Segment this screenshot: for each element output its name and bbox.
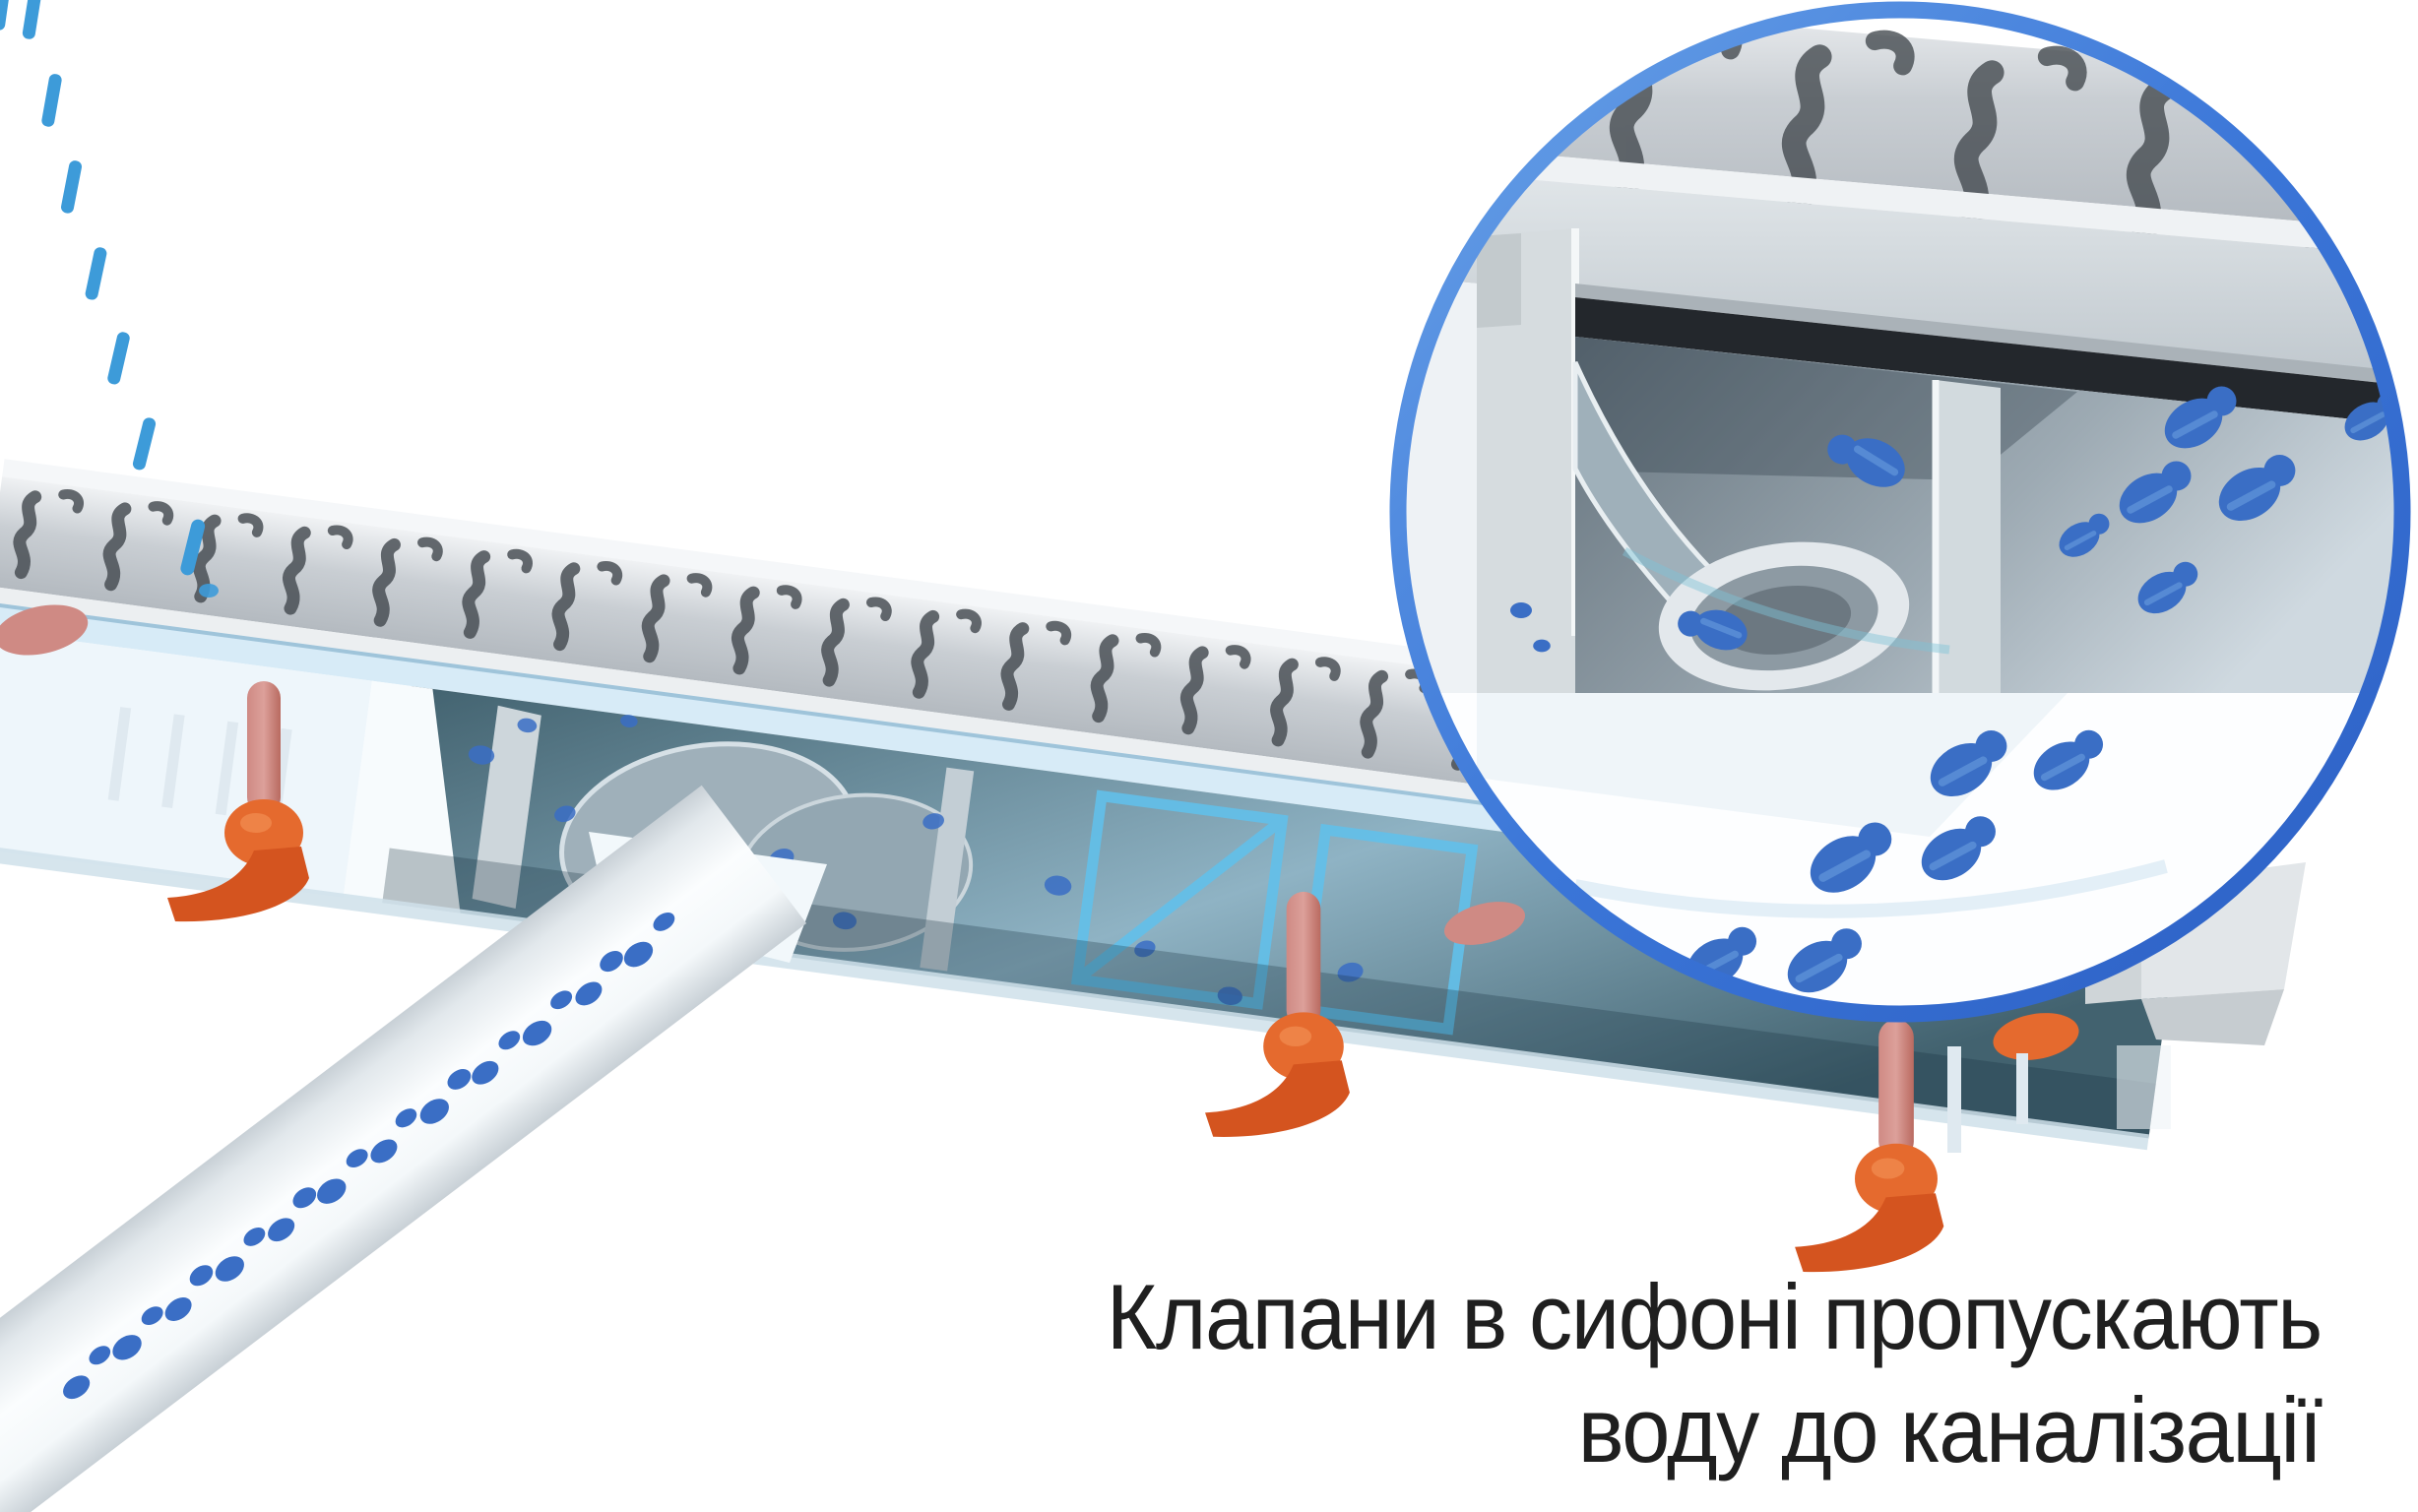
spray-trail — [0, 0, 157, 471]
pipe-droplet-trail — [63, 912, 675, 1400]
caption-line-2: воду до каналізації — [1577, 1378, 2323, 1481]
drain-pipe — [0, 785, 827, 1512]
foot-knob-behind — [1443, 902, 1526, 945]
spray-on-grate — [180, 519, 219, 598]
inset-ledge — [1406, 165, 2394, 386]
magnifier-ring — [1389, 1, 2411, 1023]
foot-knob-left-edge — [0, 604, 89, 656]
caption-line-1: Клапани в сифоні пропускають — [1106, 1265, 2323, 1368]
cut-edge — [343, 680, 461, 914]
chamber-partition — [1936, 380, 2001, 726]
caption: Клапани в сифоні пропускають воду до кан… — [1106, 1260, 2323, 1486]
foot-knob-orange — [1993, 1013, 2079, 1060]
